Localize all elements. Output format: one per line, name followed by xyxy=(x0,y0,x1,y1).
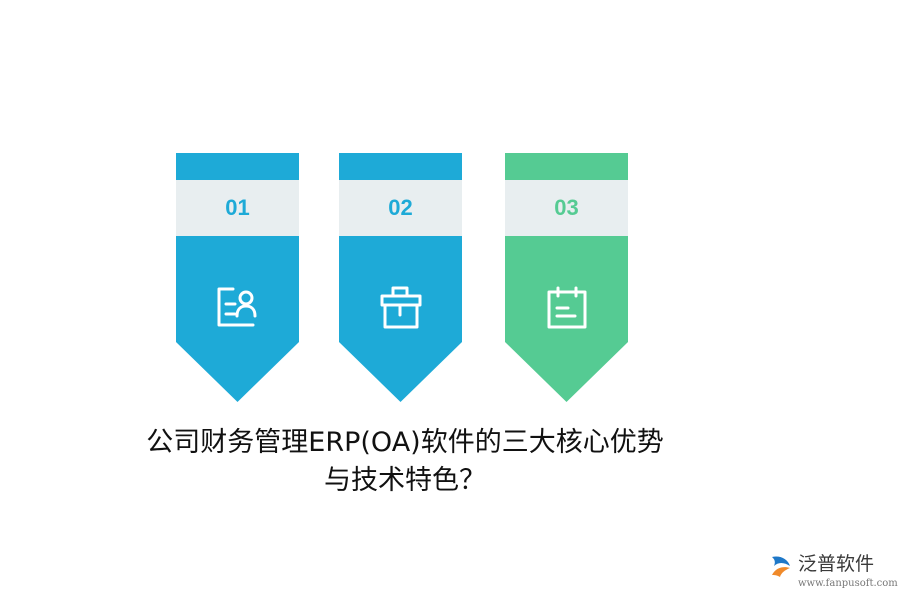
card-01-shape xyxy=(176,153,299,402)
card-number: 01 xyxy=(225,195,250,220)
card-number: 03 xyxy=(554,195,579,220)
card-03-shape xyxy=(505,153,628,402)
card-03: 03 xyxy=(505,153,628,402)
card-02-shape xyxy=(339,153,462,402)
card-number: 02 xyxy=(388,195,413,220)
toolbox-icon xyxy=(380,286,422,329)
headline-line-1: 公司财务管理ERP(OA)软件的三大核心优势 xyxy=(146,427,664,458)
id-card-icon xyxy=(217,287,257,327)
calendar-icon xyxy=(547,286,587,329)
logo-name: 泛普软件 xyxy=(798,553,875,575)
logo-url: www.fanpusoft.com xyxy=(798,578,898,589)
headline-line-2: 与技术特色？ xyxy=(324,465,486,496)
fanpu-logo-icon xyxy=(772,556,790,577)
brand-logo: 泛普软件 www.fanpusoft.com xyxy=(768,551,898,593)
card-01: 01 xyxy=(176,153,299,402)
headline: 公司财务管理ERP(OA)软件的三大核心优势 与技术特色？ xyxy=(60,424,750,500)
card-02: 02 xyxy=(339,153,462,402)
